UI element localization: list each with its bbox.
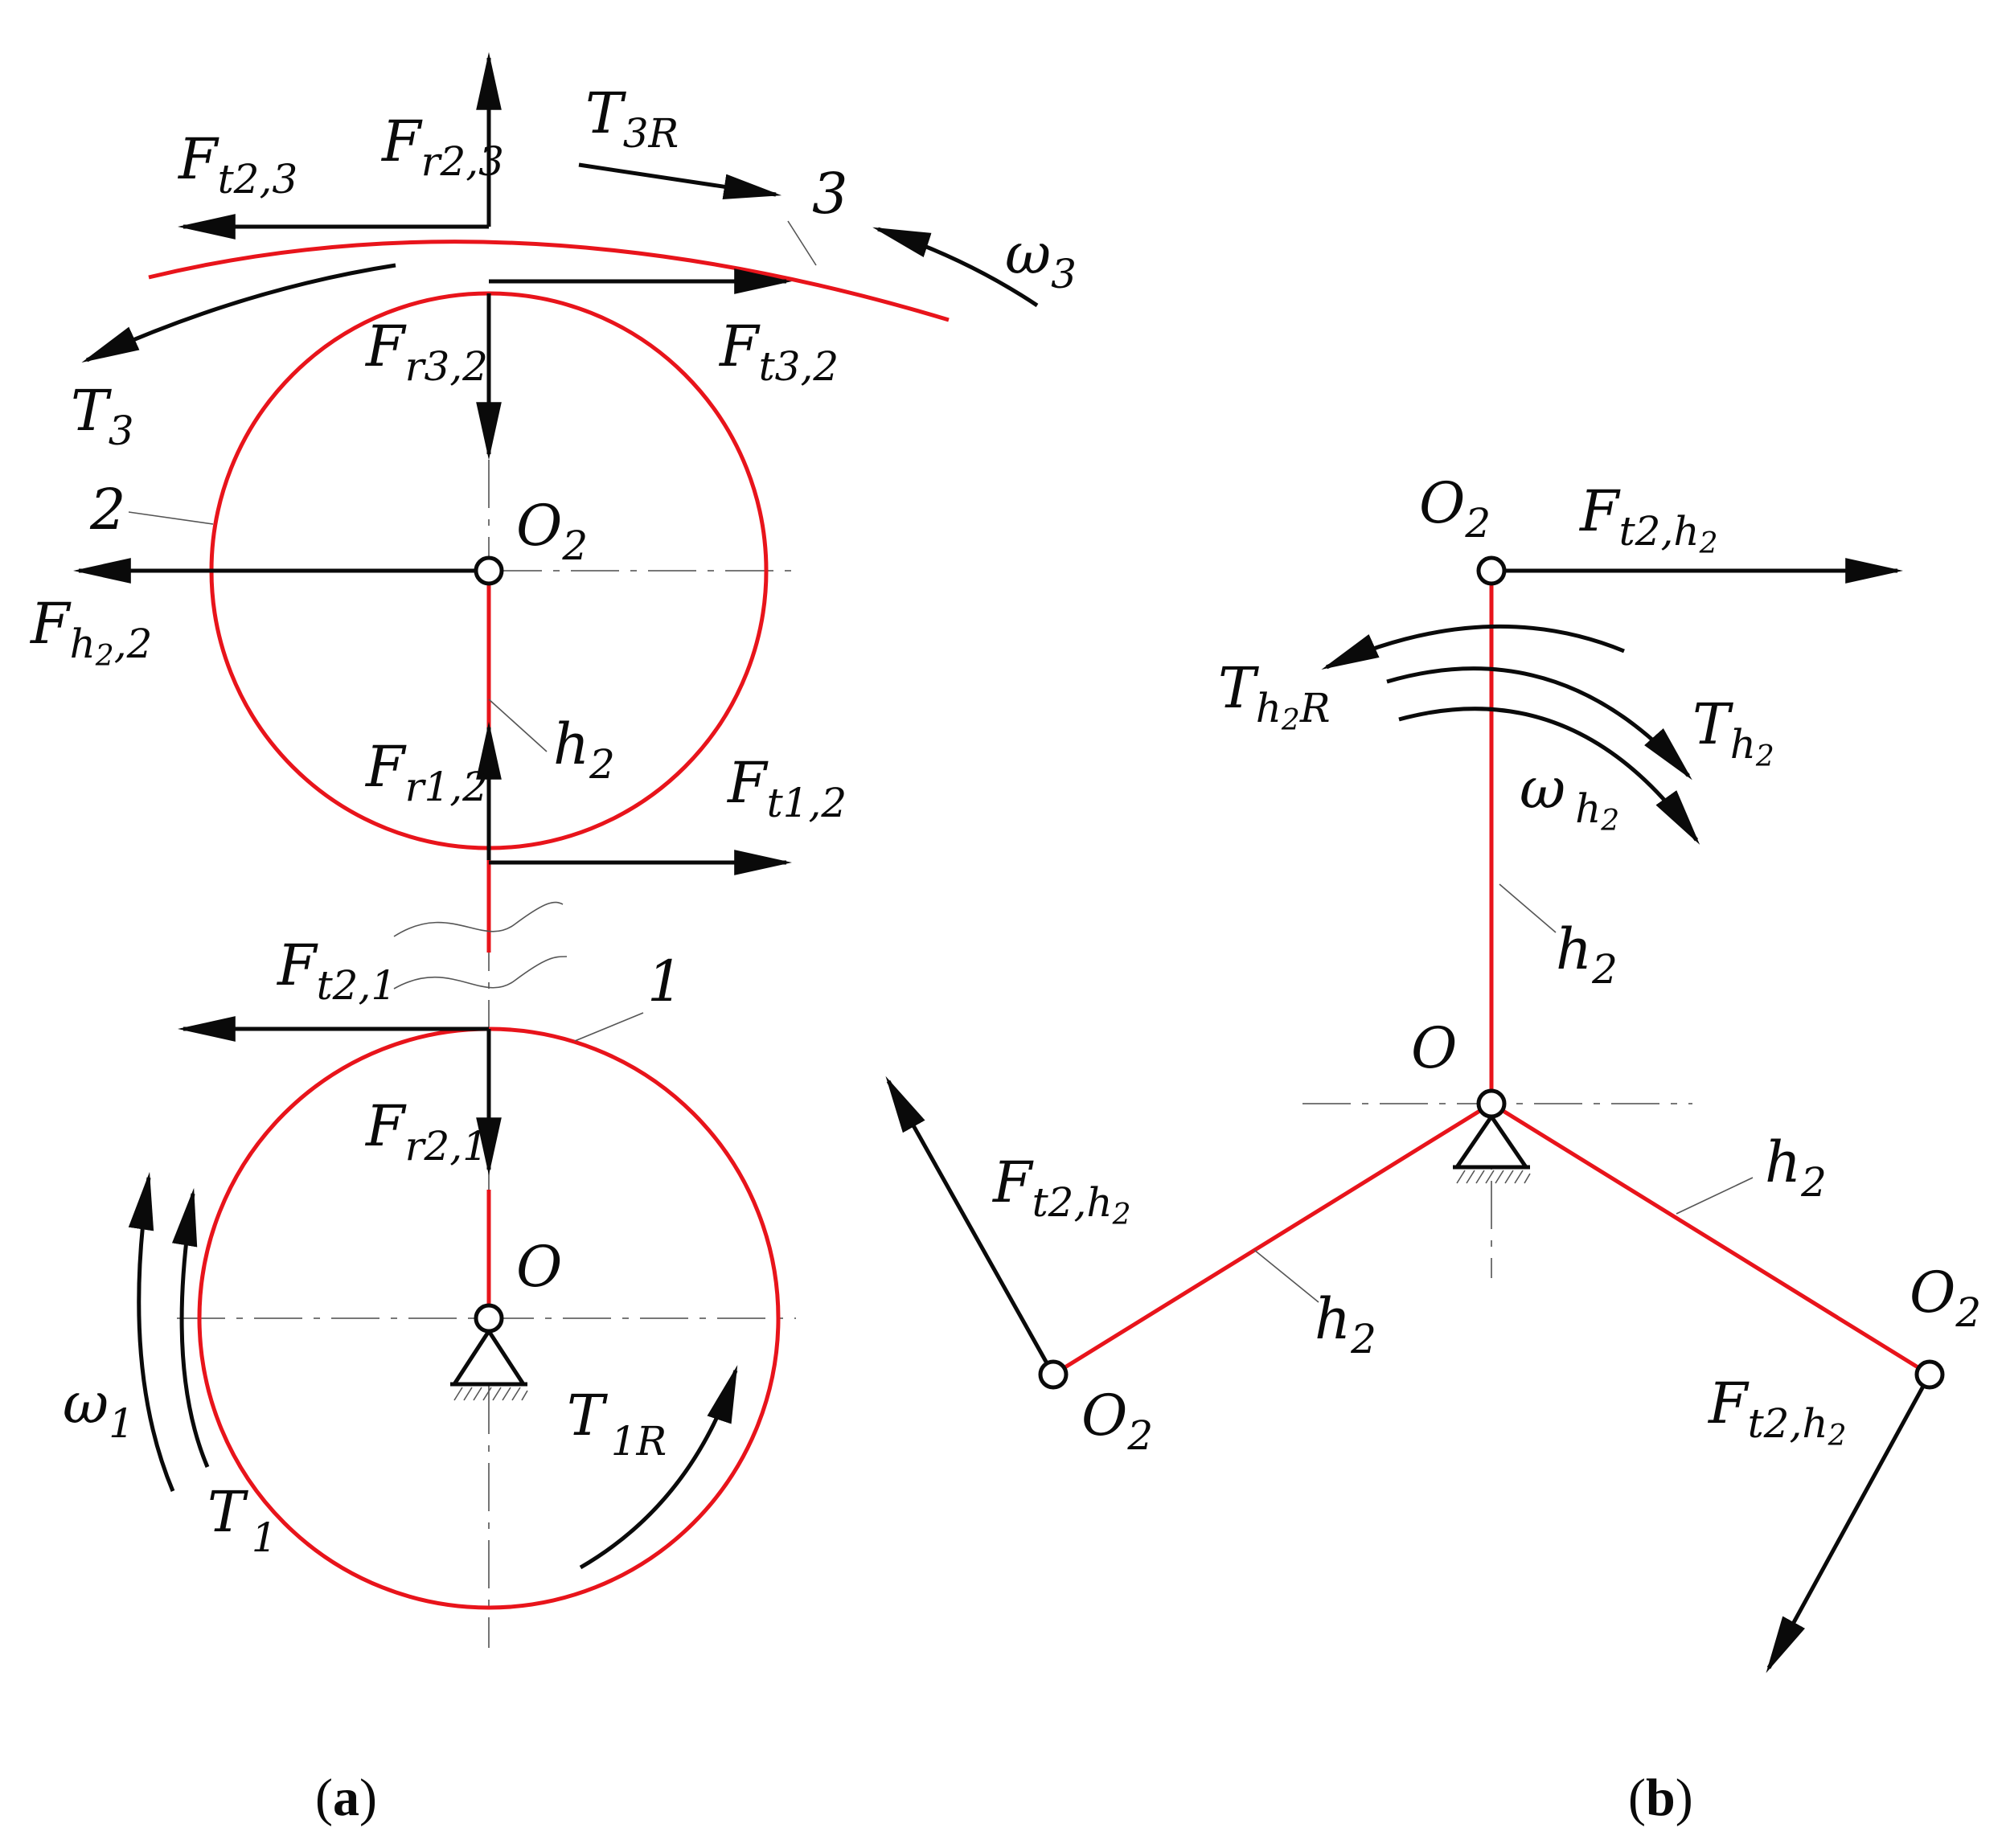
- label-h2-a: h2: [553, 711, 615, 788]
- label-Ft32: Ft3,2: [718, 313, 839, 390]
- label-Fr12: Fr1,2: [364, 734, 488, 810]
- leader-gear-2: [128, 511, 214, 525]
- torque-T3-arrow: [81, 263, 396, 363]
- label-Ft2h2-top: Ft2,h2: [1578, 478, 1717, 560]
- label-Ft23: Ft2,3: [177, 126, 297, 203]
- label-T3R: T3R: [585, 80, 679, 157]
- label-Ft2h2-right: Ft2,h2: [1707, 1371, 1846, 1453]
- pivot-O2-top: [1476, 555, 1507, 586]
- leader-h2-up: [1499, 883, 1557, 933]
- torque-T3R-arrow: [578, 162, 782, 199]
- label-T3: T3: [71, 378, 134, 454]
- force-Ft2h2-left-arrow: [885, 1076, 1056, 1376]
- torque-T1-arrow: [171, 1187, 210, 1468]
- label-Th2R: Th2R: [1218, 655, 1330, 737]
- label-O2-top: O2: [1419, 470, 1491, 547]
- fixed-support-O-b: [1453, 1088, 1531, 1184]
- pivot-O2: [474, 555, 504, 586]
- speed-w1-arrow: [128, 1171, 175, 1492]
- leader-arm-h2-a: [488, 699, 548, 752]
- label-O2-left: O2: [1081, 1383, 1153, 1459]
- pivot-O2-left: [1038, 1359, 1069, 1390]
- caption-a: (a): [315, 1768, 377, 1827]
- label-O-a: O: [516, 1234, 562, 1300]
- caption-b: (b): [1628, 1768, 1693, 1827]
- leader-gear-3: [787, 220, 817, 266]
- label-h2-up: h2: [1556, 916, 1618, 993]
- label-Ft12: Ft1,2: [726, 750, 847, 826]
- label-gear-3: 3: [812, 161, 848, 227]
- break-symbol-lower: [393, 956, 568, 990]
- label-w1: ω1: [63, 1371, 134, 1447]
- torque-T1R-arrow: [579, 1365, 738, 1570]
- pivot-O2-right: [1914, 1359, 1945, 1390]
- label-gear-2: 2: [89, 477, 126, 543]
- leader-gear-1: [574, 1012, 644, 1042]
- label-O2-a: O2: [516, 493, 588, 569]
- label-Ft21: Ft2,1: [276, 932, 396, 1009]
- label-Fh22: Fh2,2: [29, 591, 152, 673]
- leader-h2-right: [1676, 1177, 1754, 1215]
- panel-a: Fr2,3 Ft2,3 T3R 3 ω3 Fr3,2 Ft3,2 T3 2 O2…: [29, 51, 1077, 1827]
- label-O2-right: O2: [1910, 1260, 1981, 1336]
- label-h2-right: h2: [1765, 1129, 1827, 1206]
- label-Fr23: Fr2,3: [380, 109, 504, 185]
- speed-wh2-arrow: [1398, 707, 1700, 845]
- torque-Th2-arrow: [1386, 666, 1692, 781]
- carrier-arm-right: [1490, 1101, 1931, 1377]
- label-Fr32: Fr3,2: [364, 313, 488, 390]
- label-w3: ω3: [1005, 221, 1077, 297]
- label-Th2: Th2: [1692, 691, 1774, 773]
- break-symbol-upper: [393, 901, 564, 937]
- speed-w3-arrow: [872, 227, 1039, 308]
- label-Ft2h2-left: Ft2,h2: [991, 1149, 1130, 1231]
- label-O-b: O: [1411, 1015, 1457, 1081]
- label-gear-1: 1: [647, 949, 683, 1014]
- label-Fr21: Fr2,1: [364, 1093, 488, 1170]
- carrier-arm-left: [1052, 1101, 1493, 1377]
- label-h2-left: h2: [1315, 1286, 1376, 1362]
- torque-Th2R-arrow: [1321, 624, 1625, 670]
- ring-gear-3-arc: [148, 240, 950, 322]
- leader-h2-left: [1253, 1249, 1319, 1303]
- fixed-support-O: [450, 1303, 528, 1401]
- force-Ft2h2-right-arrow: [1766, 1373, 1932, 1674]
